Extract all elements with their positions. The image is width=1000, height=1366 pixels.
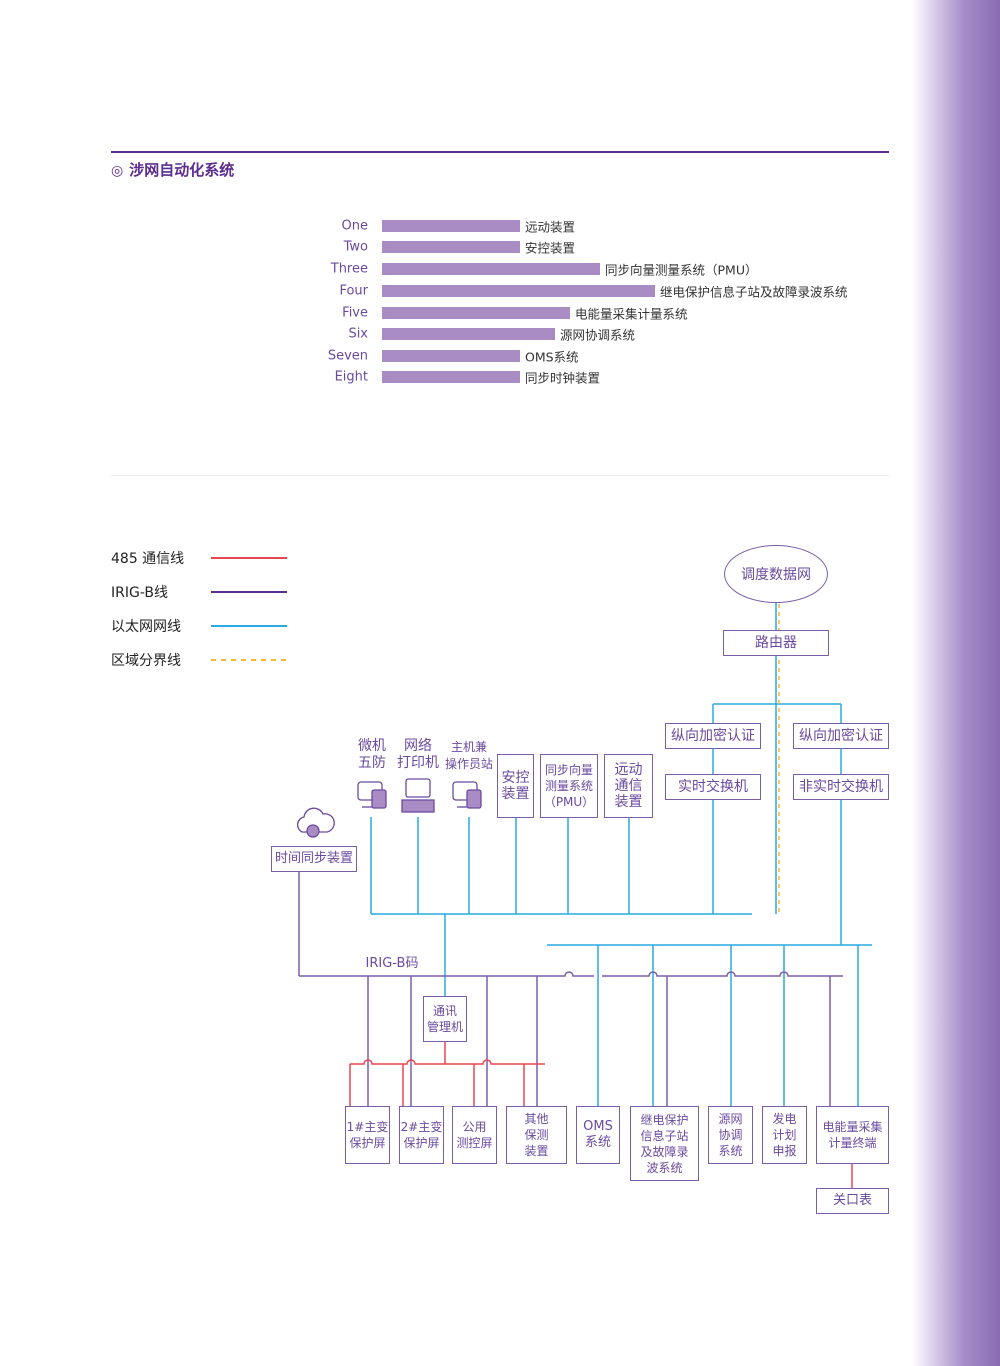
relay-protection-box: 继电保护 信息子站 及故障录 波系统 [630,1106,699,1181]
bar [382,350,520,362]
category-label: Seven [327,348,368,364]
divider [111,475,889,476]
category-label: Five [342,305,368,321]
security-control-box: 安控 装置 [497,754,534,818]
legend-boundary: 区域分界线 [111,653,181,669]
printer-icon [401,778,435,813]
section-title: ◎ 涉网自动化系统 [111,159,234,180]
category-label: Two [343,239,368,255]
dispatch-network: 调度数据网 [724,545,828,603]
double-circle-icon: ◎ [111,163,124,179]
bar-value-label: 电能量采集计量系统 [575,306,688,322]
label-operator: 主机兼 操作员站 [444,740,494,771]
computer-icon [357,781,387,809]
header-rule [111,151,889,153]
bar [382,371,520,383]
legend-485: 485 通信线 [111,551,185,567]
category-label: One [341,218,368,234]
transformer1-protection-box: 1#主变 保护屏 [345,1106,390,1164]
side-gradient-band [912,0,1000,1366]
legend-ethernet: 以太网网线 [111,619,181,635]
legend-lines [211,557,287,661]
section-title-text: 涉网自动化系统 [129,161,235,179]
nonrealtime-switch: 非实时交换机 [793,774,889,800]
transformer2-protection-box: 2#主变 保护屏 [399,1106,444,1164]
generation-plan-box: 发电 计划 申报 [762,1106,807,1164]
label-printer: 网络 打印机 [397,738,439,771]
bar [382,220,520,232]
bar-value-label: 安控装置 [525,240,576,256]
cloud-clock-icon [296,807,335,838]
oms-box: OMS 系统 [576,1106,620,1164]
realtime-switch: 实时交换机 [665,774,761,800]
other-protection-box: 其他 保测 装置 [506,1106,567,1164]
pmu-box: 同步向量 测量系统 （PMU） [540,754,598,818]
bar-value-label: 同步向量测量系统（PMU） [605,262,758,278]
source-grid-box: 源网 协调 系统 [708,1106,753,1164]
router-box: 路由器 [723,630,829,656]
label-wufang: 微机 五防 [358,738,386,771]
time-sync-box: 时间同步装置 [271,846,357,872]
category-label: Eight [334,369,368,385]
bar [382,328,555,340]
telecontrol-box: 远动 通信 装置 [604,754,653,818]
category-label: Six [348,326,368,342]
category-label: Four [339,283,368,299]
workstation-icon [452,781,482,809]
bar [382,307,570,319]
category-label: Three [330,261,368,277]
common-control-box: 公用 测控屏 [452,1106,497,1164]
bar [382,263,600,275]
bar-value-label: 继电保护信息子站及故障录波系统 [660,284,848,300]
encryption-box-2: 纵向加密认证 [793,723,889,749]
comm-manager-box: 通讯 管理机 [423,996,467,1042]
encryption-box-1: 纵向加密认证 [665,723,761,749]
legend-irig: IRIG-B线 [111,585,168,601]
bar-value-label: 同步时钟装置 [525,370,601,386]
bar-value-label: OMS系统 [525,349,579,365]
bar-value-label: 源网协调系统 [560,327,636,343]
rs485-lines [349,1042,853,1188]
bar-value-label: 远动装置 [525,219,576,235]
irig-lines [298,872,843,1106]
bar [382,285,655,297]
irig-label: IRIG-B码 [365,956,419,971]
energy-meter-terminal-box: 电能量采集 计量终端 [816,1106,889,1164]
gateway-meter-box: 关口表 [816,1188,889,1214]
bar [382,241,520,253]
